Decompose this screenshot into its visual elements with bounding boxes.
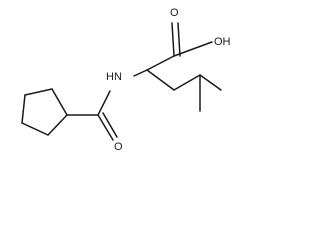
nh-label: HN: [106, 71, 122, 83]
carboxyl-co-bond-1: [171, 22, 175, 57]
carboxyl-oh-bond: [173, 41, 213, 57]
cyclopentane-ring: [21, 88, 68, 136]
ring-bond: [47, 114, 68, 136]
carboxyl-o-label: O: [170, 7, 179, 19]
molecule-structure: HN OH O O: [21, 7, 231, 153]
nh-to-alpha-bond: [133, 69, 148, 77]
carboxyl-carbonyl-double-bond: [171, 22, 181, 57]
amide-co-bond-1: [97, 114, 114, 141]
ch-to-methyl-bond-1: [199, 74, 222, 91]
ring-bond: [51, 88, 68, 116]
structure-canvas: HN OH O O: [21, 7, 231, 153]
ch2-to-ch-bond: [173, 74, 201, 91]
amide-co-bond-2: [102, 112, 118, 138]
amide-carbonyl-double-bond: [97, 112, 118, 141]
alpha-to-carboxyl-bond: [146, 55, 175, 71]
ring-bond: [21, 122, 49, 136]
carboxyl-co-bond-2: [177, 22, 181, 57]
carboxyl-oh-label: OH: [214, 36, 231, 48]
ring-bond: [24, 88, 53, 96]
carbonyl-to-nh-bond: [97, 90, 111, 116]
amide-o-label: O: [114, 141, 123, 153]
ring-bond: [21, 94, 26, 124]
alpha-to-ch2-bond: [146, 69, 175, 91]
